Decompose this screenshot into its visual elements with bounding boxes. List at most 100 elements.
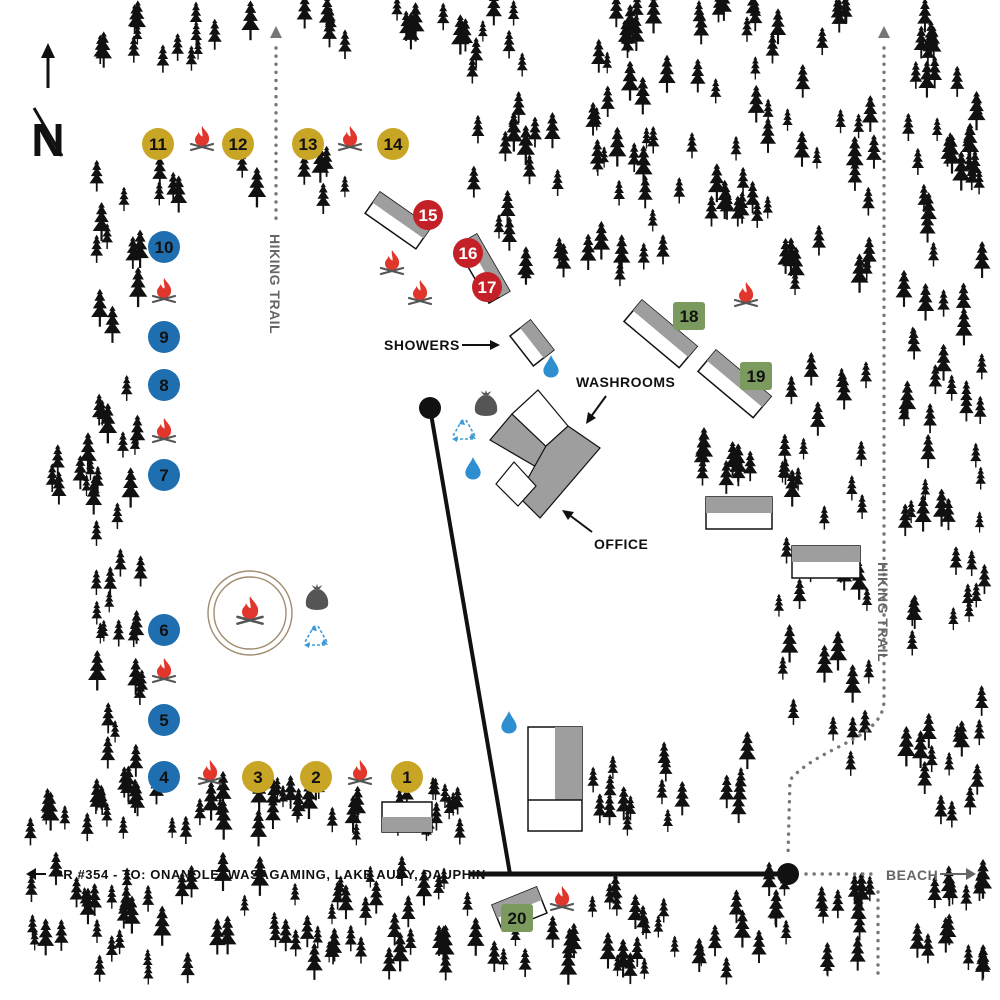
tree-icon	[662, 808, 674, 832]
tree-icon	[608, 0, 624, 28]
campsite-6[interactable]: 6	[148, 614, 180, 646]
tree-icon	[920, 433, 936, 468]
tree-icon	[961, 583, 974, 610]
site-number: 4	[159, 768, 169, 787]
campsite-14[interactable]: 14	[377, 128, 409, 160]
tree-icon	[133, 555, 148, 587]
fire-icon	[733, 280, 759, 308]
north-arrow: N	[31, 43, 65, 166]
tree-icon	[518, 947, 532, 978]
tree-icon	[827, 716, 839, 741]
tree-icon	[818, 505, 830, 530]
campsite-10[interactable]: 10	[148, 231, 180, 263]
tree-icon	[118, 186, 130, 212]
recycle-icon	[303, 624, 329, 648]
tree-icon	[585, 101, 601, 136]
fire-icon	[151, 276, 177, 304]
tree-icon	[54, 919, 69, 951]
campsite-2[interactable]: 2	[300, 761, 332, 793]
tree-icon	[720, 956, 733, 985]
tree-icon	[179, 815, 193, 844]
tree-icon	[945, 374, 958, 401]
tree-icon	[545, 915, 561, 948]
campsite-7[interactable]: 7	[148, 459, 180, 491]
tree-icon	[185, 45, 198, 71]
tree-icon	[344, 924, 357, 952]
campsite-1[interactable]: 1	[391, 761, 423, 793]
tree-icon	[88, 650, 107, 691]
tree-icon	[116, 431, 129, 458]
cabin-15-building	[364, 190, 432, 250]
site-number: 11	[149, 135, 167, 154]
campsite-13[interactable]: 13	[292, 128, 324, 160]
tree-icon	[600, 85, 615, 117]
cabin-a-building	[705, 496, 773, 530]
tree-icon	[436, 2, 450, 31]
campsite-20[interactable]: 20	[501, 904, 533, 932]
tree-icon	[620, 60, 640, 101]
tree-icon	[975, 353, 988, 380]
campsite-9[interactable]: 9	[148, 321, 180, 353]
site-number: 19	[747, 367, 766, 386]
tree-icon	[948, 607, 959, 630]
campsite-12[interactable]: 12	[222, 128, 254, 160]
site-number: 20	[508, 909, 527, 928]
tree-icon	[639, 957, 650, 980]
tree-icon	[909, 922, 926, 958]
road-network	[26, 397, 976, 885]
tree-icon	[250, 809, 268, 847]
campsite-5[interactable]: 5	[148, 704, 180, 736]
site-number: 6	[159, 621, 168, 640]
campsite-3[interactable]: 3	[242, 761, 274, 793]
tree-icon	[855, 440, 868, 467]
tree-icon	[487, 940, 502, 972]
fire-icon	[549, 884, 575, 912]
tree-icon	[898, 380, 917, 420]
garbage-bag-icon	[474, 390, 498, 416]
tree-icon	[750, 56, 761, 80]
campsite-17[interactable]: 17	[472, 272, 502, 302]
campsite-4[interactable]: 4	[148, 761, 180, 793]
tree-icon	[637, 175, 653, 209]
tree-icon	[105, 935, 118, 962]
tree-icon	[91, 918, 103, 943]
tree-icon	[856, 493, 868, 519]
tree-icon	[811, 224, 827, 256]
tree-icon	[945, 800, 959, 828]
tree-icon	[338, 29, 352, 60]
tree-icon	[247, 166, 267, 208]
tree-icon	[269, 919, 282, 948]
tree-icon	[934, 794, 948, 825]
tree-icon	[909, 61, 923, 89]
tree-icon	[784, 375, 798, 405]
campsite-16[interactable]: 16	[453, 238, 483, 268]
tree-icon	[91, 288, 109, 327]
tree-icon	[973, 241, 991, 279]
tree-icon	[911, 147, 925, 175]
washrooms-label: WASHROOMS	[576, 374, 675, 390]
tree-icon	[773, 593, 785, 617]
tree-icon	[852, 113, 865, 139]
campsite-8[interactable]: 8	[148, 369, 180, 401]
tree-icon	[316, 182, 331, 214]
tree-icon	[305, 942, 323, 980]
tree-icon	[975, 466, 986, 490]
tree-icon	[339, 175, 350, 198]
tree-icon	[973, 395, 987, 424]
tree-icon	[466, 165, 482, 198]
campsite-15[interactable]: 15	[413, 200, 443, 230]
tree-icon	[80, 812, 94, 842]
washrooms-office-building	[489, 389, 601, 519]
central-fire-circle	[207, 570, 293, 656]
tree-icon	[962, 944, 975, 971]
campsite-18[interactable]: 18	[673, 302, 705, 330]
tree-icon	[91, 600, 103, 625]
campsite-19[interactable]: 19	[740, 362, 772, 390]
tree-icon	[792, 578, 807, 609]
tree-icon	[171, 33, 185, 61]
campsite-11[interactable]: 11	[142, 128, 174, 160]
tree-icon	[747, 84, 765, 123]
tree-icon	[113, 548, 127, 577]
tree-icon	[803, 352, 819, 386]
tree-icon	[690, 58, 706, 93]
